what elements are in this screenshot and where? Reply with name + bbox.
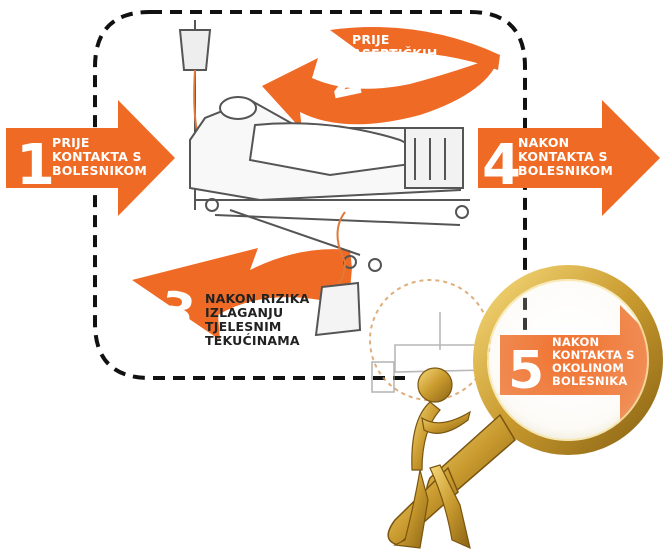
urine-bag-icon <box>316 283 360 335</box>
step-4-number: 4 <box>482 133 521 198</box>
step-1-number: 1 <box>16 133 55 198</box>
step-5-number: 5 <box>508 341 544 401</box>
